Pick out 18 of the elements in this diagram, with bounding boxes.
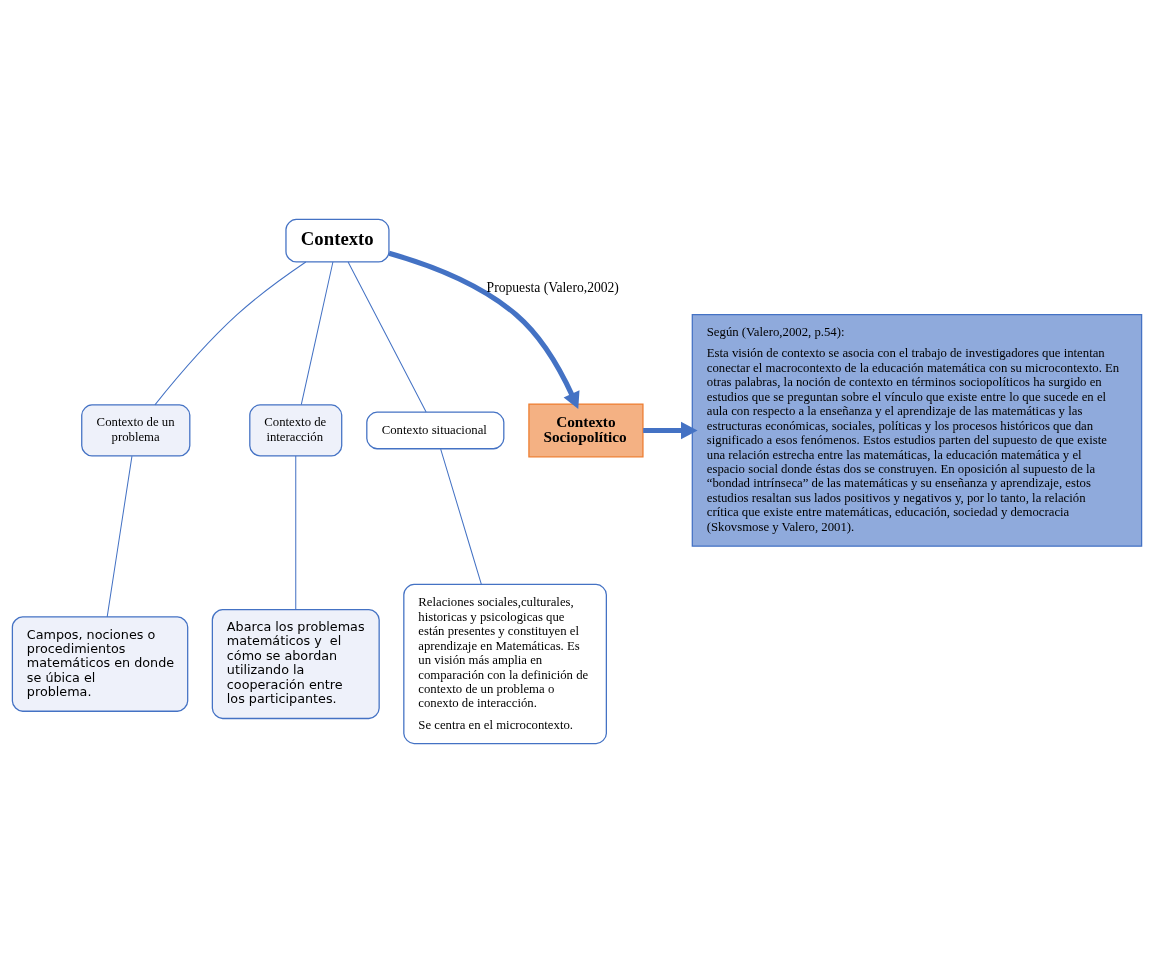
connector bbox=[440, 448, 482, 585]
node-box: Contexto de un problema bbox=[81, 403, 191, 457]
connector bbox=[347, 261, 427, 412]
node-box: Contexto bbox=[285, 218, 390, 263]
node-box: Contexto situacional bbox=[366, 411, 505, 449]
connector bbox=[106, 455, 133, 617]
node-box: Campos, nociones o procedimientos matemáticos en donde se úbica el problema. bbox=[11, 615, 189, 712]
node-box: Abarca los problemas matemáticos y el cómo se abordan utilizando la cooperación entre los participantes. bbox=[211, 608, 380, 719]
node-box: Relaciones sociales,culturales, historicas y psicologicas que están presentes y constituyen el aprendizaje en Matemáticas. Es un visión más amplia en comparación con la definición de contexto de un problema o conexto de interacción. Se centra en el microcontexto. bbox=[403, 583, 607, 744]
edge-label: Propuesta (Valero,2002) bbox=[486, 279, 619, 295]
arrow bbox=[388, 250, 580, 409]
node-box: Según (Valero,2002, p.54): Esta visión de contexto se asocia con el trabajo de investigadores que intentan conectar el macrocontexto de la educación matemática con su microcontexto. En otras palabras, la noción de contexto en términos sociopolíticos ha surgido en estudios que se preguntan sobre el vínculo que existe entre lo que sucede en el aula con respecto a la enseñanza y el aprendizaje de las matemáticas y las estructuras económicas, sociales, políticas y los procesos históricos que dan significado a esos fenómenos. Estos estudios parten del supuesto de que existe una relación estrecha entre las matemáticas, la educación matemática y el espacio social donde éstas dos se construyen. En oposición al supuesto de la “bondad intrínseca” de las matemáticas y su enseñanza y aprendizaje, estos estudios resaltan sus lados positivos y negativos y, por lo tanto, la relación crítica que existe entre matemáticas, educación, sociedad y democracia (Skovsmose y Valero, 2001). bbox=[691, 313, 1143, 547]
node-box: Contexto Sociopolítico bbox=[528, 402, 644, 457]
connector bbox=[154, 260, 307, 405]
node-box: Contexto de interacción bbox=[249, 403, 343, 457]
connector bbox=[295, 455, 297, 610]
arrow bbox=[643, 421, 698, 439]
connector bbox=[300, 261, 334, 405]
